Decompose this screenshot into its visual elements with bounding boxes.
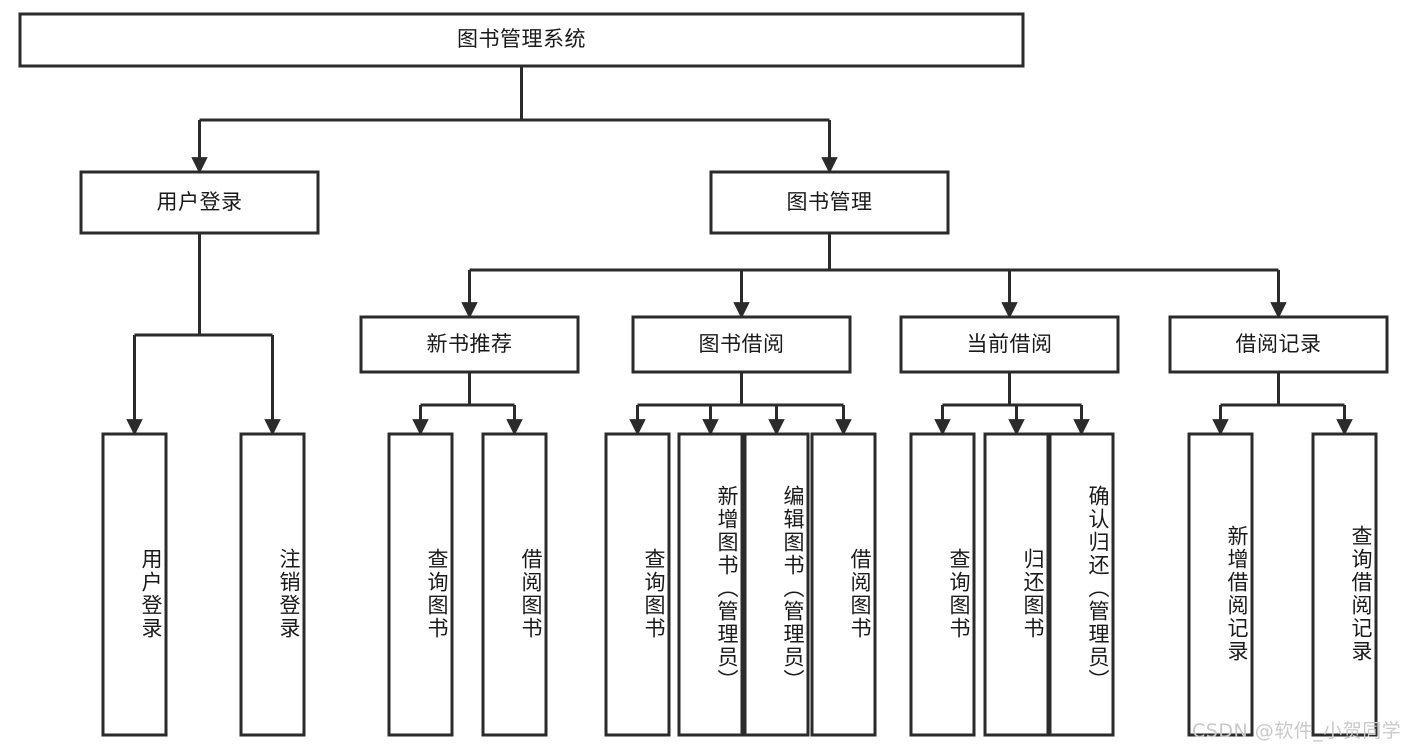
node-box-leaf-user-login[interactable] xyxy=(101,432,168,737)
node-boxes xyxy=(18,12,1389,737)
connector-lines xyxy=(126,66,1353,436)
node-box-borrow-record[interactable] xyxy=(1168,315,1389,374)
node-box-leaf-borrow-book-1[interactable] xyxy=(481,432,548,737)
node-box-leaf-user-logout[interactable] xyxy=(239,432,306,737)
node-box-leaf-query-book-2[interactable] xyxy=(604,432,671,737)
node-box-user-login[interactable] xyxy=(79,170,320,235)
node-box-leaf-confirm-return[interactable] xyxy=(1048,432,1115,737)
node-box-root[interactable] xyxy=(18,12,1025,68)
node-box-leaf-add-record[interactable] xyxy=(1187,432,1254,737)
node-box-book-manage[interactable] xyxy=(709,170,950,235)
node-box-leaf-query-book-3[interactable] xyxy=(909,432,976,737)
node-box-current-borrow[interactable] xyxy=(899,315,1120,374)
node-box-leaf-return-book[interactable] xyxy=(983,432,1050,737)
node-box-new-book-rec[interactable] xyxy=(359,315,580,374)
node-box-leaf-edit-book[interactable] xyxy=(743,432,810,737)
node-box-leaf-query-record[interactable] xyxy=(1311,432,1378,737)
node-box-leaf-add-book[interactable] xyxy=(677,432,744,737)
node-box-leaf-borrow-book-2[interactable] xyxy=(810,432,877,737)
node-box-leaf-query-book-1[interactable] xyxy=(387,432,454,737)
watermark-text: CSDN @软件_小贺同学 xyxy=(1192,720,1402,742)
node-box-book-borrow[interactable] xyxy=(631,315,852,374)
